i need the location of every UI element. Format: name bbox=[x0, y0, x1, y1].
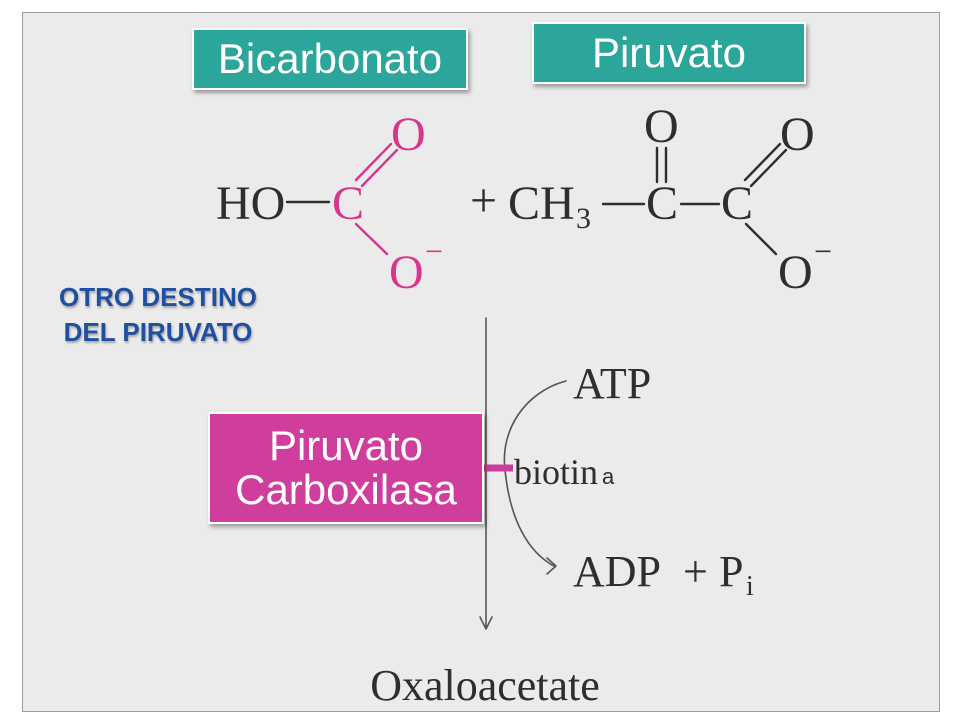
bicarbonate-charge: − bbox=[425, 233, 443, 269]
enzyme-label-box: Piruvato Carboxilasa bbox=[208, 412, 484, 524]
bicarbonate-oxygen-double: O bbox=[391, 108, 426, 161]
bicarbonate-carbon: C bbox=[332, 177, 364, 230]
phosphate-subscript: i bbox=[746, 571, 754, 602]
reaction-arrow bbox=[479, 317, 493, 630]
reaction-arrow-head bbox=[479, 616, 493, 630]
pyruvate-label: Piruvato bbox=[591, 29, 747, 76]
atp-label: ATP bbox=[573, 359, 651, 408]
pyruvate-oxygen-double: O bbox=[780, 108, 815, 161]
cofactors: ATP biotin a ADP + P i bbox=[514, 359, 754, 602]
bicarbonate-label-box: Bicarbonato bbox=[192, 28, 468, 90]
pyruvate-methyl: CH bbox=[508, 177, 575, 230]
slide-heading: OTRO DESTINO DEL PIRUVATO bbox=[28, 280, 288, 350]
slide-panel bbox=[22, 12, 940, 712]
enzyme-label-line-1: Piruvato bbox=[268, 422, 424, 469]
bicarbonate-label: Bicarbonato bbox=[217, 35, 443, 82]
bond-c-o-single bbox=[354, 222, 389, 256]
pyruvate-structure: + CH 3 C O C O O − bbox=[470, 100, 832, 299]
phosphate-label: P bbox=[719, 547, 743, 596]
cofactor-plus: + bbox=[683, 547, 708, 596]
enzyme-label-line-2: Carboxilasa bbox=[235, 466, 457, 513]
bond-carboxyl-single bbox=[744, 222, 778, 256]
bond-c-o-double-a bbox=[354, 142, 393, 182]
bicarbonate-oxygen-anion: O bbox=[389, 246, 424, 299]
pyruvate-oxygen-anion: O bbox=[778, 246, 813, 299]
pyruvate-charge: − bbox=[814, 233, 832, 269]
bicarbonate-structure: HO C O O − bbox=[216, 108, 443, 299]
heading-line-2: DEL PIRUVATO bbox=[63, 317, 253, 347]
pyruvate-carbon-keto: C bbox=[646, 177, 678, 230]
bond-carboxyl-double-b bbox=[749, 148, 788, 188]
biotin-label: biotin bbox=[514, 452, 598, 492]
adp-label: ADP bbox=[573, 547, 661, 596]
pyruvate-oxygen-keto: O bbox=[644, 100, 679, 153]
heading-line-1: OTRO DESTINO bbox=[59, 282, 257, 312]
bond-c-o-double-b bbox=[360, 148, 399, 188]
pyruvate-methyl-subscript: 3 bbox=[576, 202, 591, 235]
pyruvate-carbon-carboxyl: C bbox=[721, 177, 753, 230]
biotin-suffix: a bbox=[602, 464, 615, 489]
pyruvate-label-box: Piruvato bbox=[532, 22, 806, 84]
bond-carboxyl-double-a bbox=[743, 142, 782, 182]
plus-sign: + bbox=[470, 174, 497, 227]
product-label: Oxaloacetate bbox=[370, 661, 600, 710]
bicarbonate-hydroxyl: HO bbox=[216, 177, 285, 230]
curved-arrow-head bbox=[546, 557, 557, 575]
